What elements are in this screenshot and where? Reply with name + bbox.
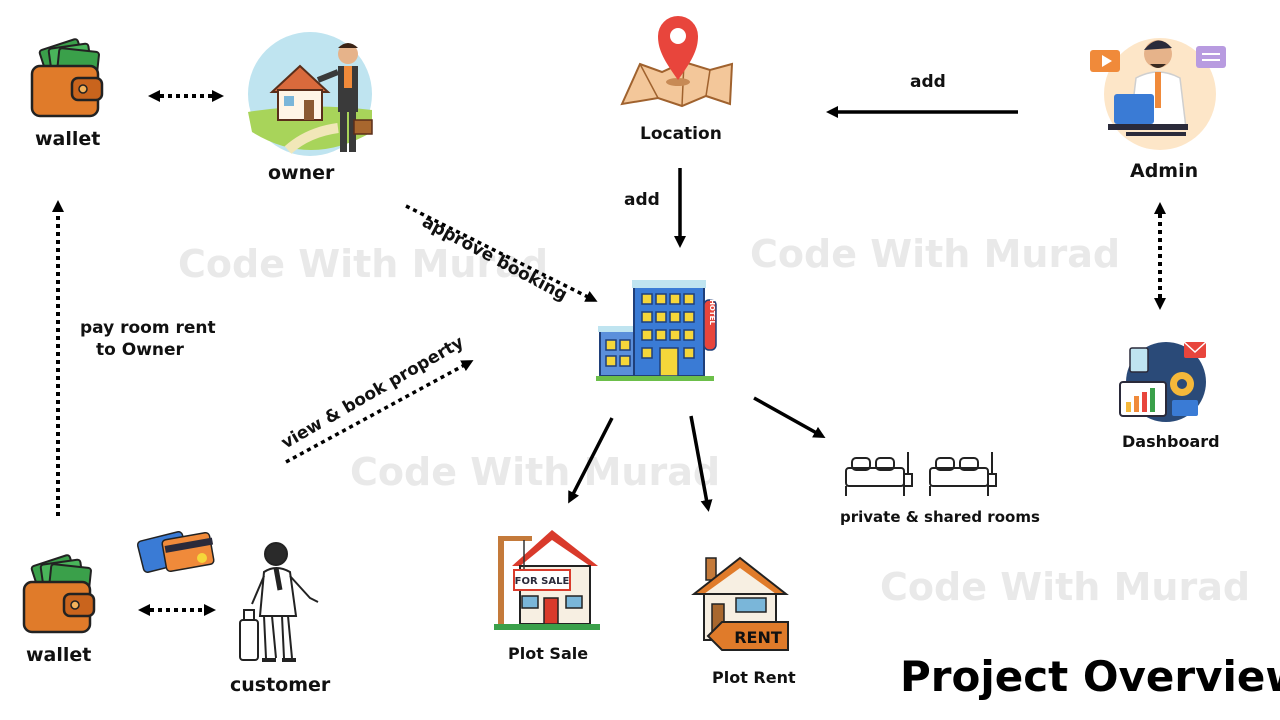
watermark-3: Code With Murad [350,450,721,494]
admin-icon [1090,38,1226,150]
credit-cards-icon [136,531,215,573]
wallet-top-icon [30,38,104,118]
arrow-hotel-plotrent [689,415,713,512]
arrow-hotel-rooms [753,396,826,438]
watermark-1: Code With Murad [178,242,549,286]
location-icon [620,16,734,108]
for-sale-sign-text: FOR SALE [515,576,570,587]
plot-sale-label: Plot Sale [508,644,589,663]
rent-sign-text: RENT [734,628,782,647]
pay-rent-line-1: pay room rent [80,318,216,338]
location-label: Location [640,124,722,144]
arrow-customer-hotel [285,360,474,464]
plot-rent-label: Plot Rent [712,668,796,687]
plot-rent-icon: RENT [691,556,789,651]
admin-label: Admin [1130,160,1199,182]
watermark-2: Code With Murad [750,232,1121,276]
plot-sale-icon: FOR SALE [494,530,600,630]
watermark-4: Code With Murad [880,565,1251,609]
dashboard-icon [1119,341,1207,422]
customer-icon [239,542,319,662]
beds-icon [845,452,997,496]
rooms-label: private & shared rooms [840,508,1040,526]
edge-label-location-hotel: add [624,190,660,210]
hotel-sign-text: HOTEL [708,299,716,325]
owner-icon [248,32,373,156]
customer-label: customer [230,674,331,696]
wallet-bottom-icon [22,554,96,634]
wallet-top-label: wallet [35,128,101,150]
hotel-icon: HOTEL [596,280,717,381]
edge-label-pay-rent: pay room rent to Owner [80,318,216,360]
page-title: Project Overview [900,652,1280,701]
pay-rent-line-2: to Owner [96,340,184,360]
dashboard-label: Dashboard [1122,432,1220,451]
owner-label: owner [268,162,335,184]
arrow-owner-hotel [405,204,598,302]
wallet-bottom-label: wallet [26,644,92,666]
arrow-hotel-plotsale [568,417,614,504]
edge-label-admin-location: add [910,72,946,92]
